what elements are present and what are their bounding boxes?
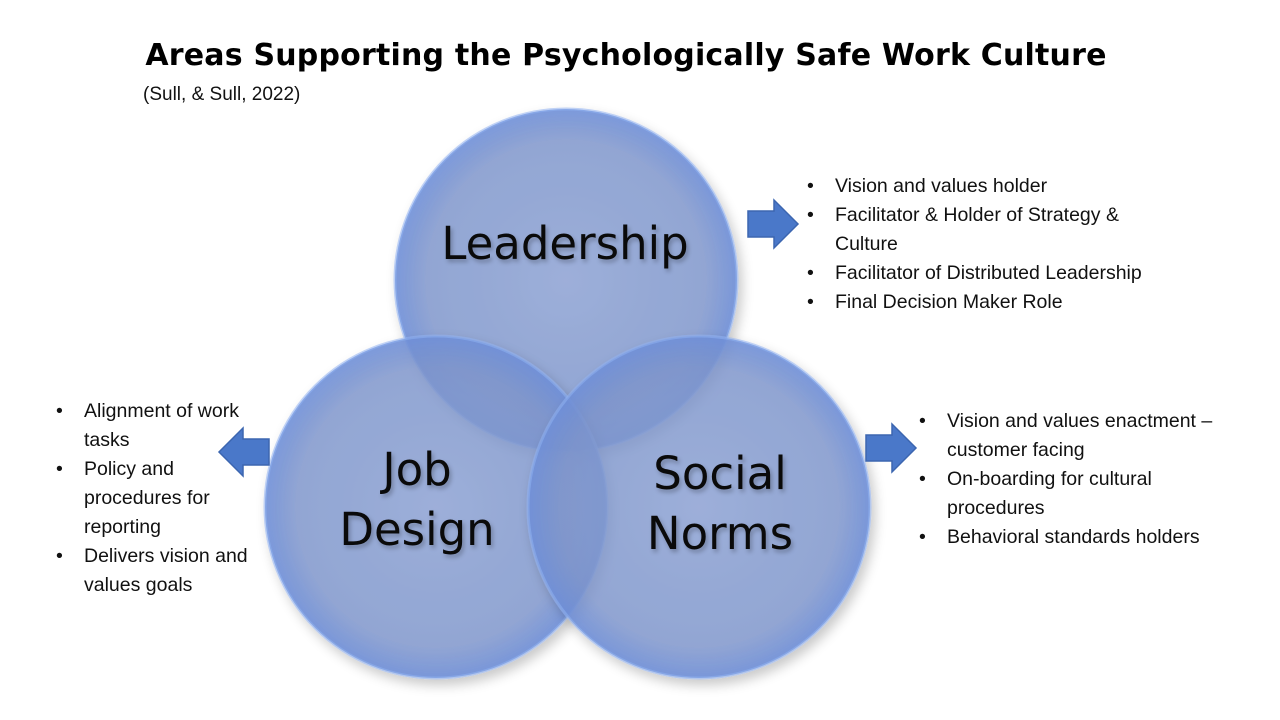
- list-item: Facilitator of Distributed Leadership: [805, 259, 1185, 288]
- arrow-right-icon: [865, 422, 918, 474]
- list-item: Policy and procedures for reporting: [54, 455, 264, 542]
- job-design-points: Alignment of work tasks Policy and proce…: [54, 397, 264, 600]
- citation: (Sull, & Sull, 2022): [143, 84, 301, 105]
- slide-title: Areas Supporting the Psychologically Saf…: [145, 38, 1107, 73]
- list-item: Delivers vision and values goals: [54, 542, 264, 600]
- social-norms-circle: [526, 334, 872, 680]
- list-item: Facilitator & Holder of Strategy & Cultu…: [805, 201, 1185, 259]
- social-norms-label-line2: Norms: [646, 507, 794, 560]
- list-item: Final Decision Maker Role: [805, 288, 1185, 317]
- social-norms-points: Vision and values enactment – customer f…: [917, 407, 1247, 552]
- list-item: Alignment of work tasks: [54, 397, 264, 455]
- job-design-label: Job Design: [292, 440, 542, 560]
- leadership-label: Leadership: [441, 217, 689, 270]
- social-norms-label-line1: Social: [653, 447, 787, 500]
- job-design-label-line1: Job: [382, 443, 452, 496]
- social-norms-label: Social Norms: [595, 444, 845, 564]
- job-design-label-line2: Design: [339, 503, 495, 556]
- list-item: Vision and values enactment – customer f…: [917, 407, 1247, 465]
- arrow-right-icon: [747, 198, 800, 250]
- leadership-points: Vision and values holder Facilitator & H…: [805, 172, 1185, 317]
- list-item: Vision and values holder: [805, 172, 1185, 201]
- list-item: On-boarding for cultural procedures: [917, 465, 1247, 523]
- list-item: Behavioral standards holders: [917, 523, 1247, 552]
